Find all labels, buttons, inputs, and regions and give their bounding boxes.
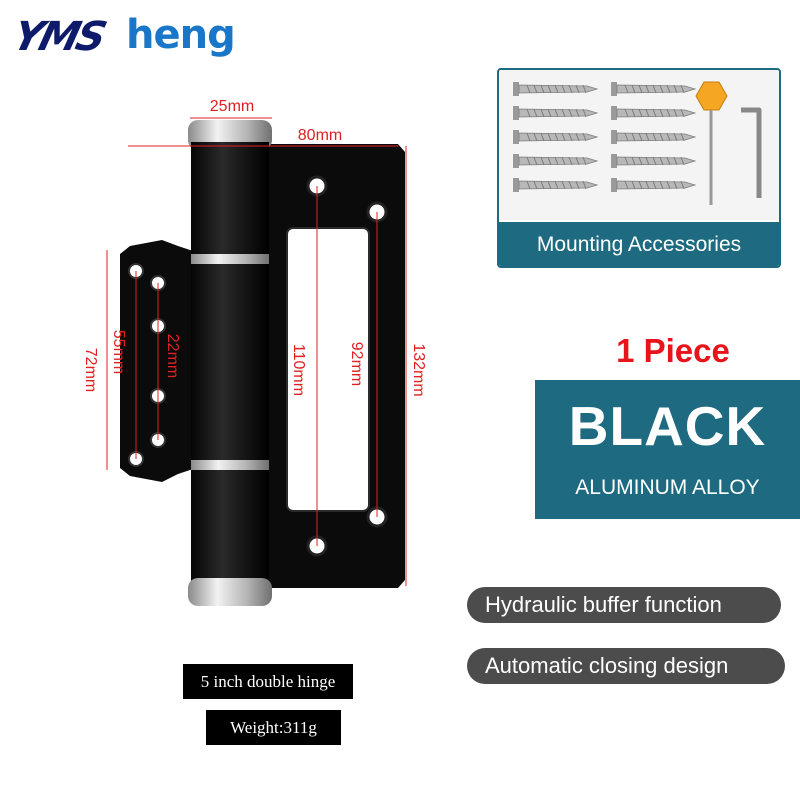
screw-icon xyxy=(611,130,697,144)
accessories-label: Mounting Accessories xyxy=(499,222,779,266)
dimension-lines xyxy=(106,117,407,586)
finish-color: BLACK xyxy=(568,395,767,457)
screw-icon xyxy=(611,178,697,192)
quantity-label: 1 Piece xyxy=(616,332,730,369)
screw-icon xyxy=(611,82,697,96)
hinge-barrel xyxy=(188,120,272,606)
accessories-image xyxy=(499,70,779,220)
screw-icon xyxy=(513,154,599,168)
dim-large-hole-span: 92mm xyxy=(348,342,365,386)
screw-icon xyxy=(513,130,599,144)
feature-automatic-closing: Automatic closing design xyxy=(467,648,785,684)
dim-leaf-width: 80mm xyxy=(298,127,342,144)
dim-total-height: 132mm xyxy=(410,343,427,396)
hex-key-icon xyxy=(695,81,728,205)
dim-small-hole-span: 55mm xyxy=(110,330,127,374)
dim-slot-height: 110mm xyxy=(290,344,307,396)
screw-icon xyxy=(611,106,697,120)
spec-size: 5 inch double hinge xyxy=(183,664,353,699)
finish-panel: BLACK ALUMINUM ALLOY xyxy=(535,380,800,519)
finish-material: ALUMINUM ALLOY xyxy=(575,476,760,499)
brand-logo-name: heng xyxy=(126,12,236,58)
feature-hydraulic-buffer: Hydraulic buffer function xyxy=(467,587,781,623)
spec-weight: Weight:311g xyxy=(206,710,341,745)
screw-icon xyxy=(513,106,599,120)
dim-knuckle-width: 25mm xyxy=(210,98,254,115)
screw-set xyxy=(513,82,697,192)
dim-small-hole-pitch: 22mm xyxy=(164,334,181,378)
screw-icon xyxy=(513,178,599,192)
screw-icon xyxy=(611,154,697,168)
mounting-accessories-panel: Mounting Accessories xyxy=(497,68,781,268)
screw-icon xyxy=(513,82,599,96)
allen-wrench-icon xyxy=(741,107,762,198)
dim-small-leaf-height: 72mm xyxy=(82,348,99,392)
large-leaf xyxy=(265,144,405,588)
